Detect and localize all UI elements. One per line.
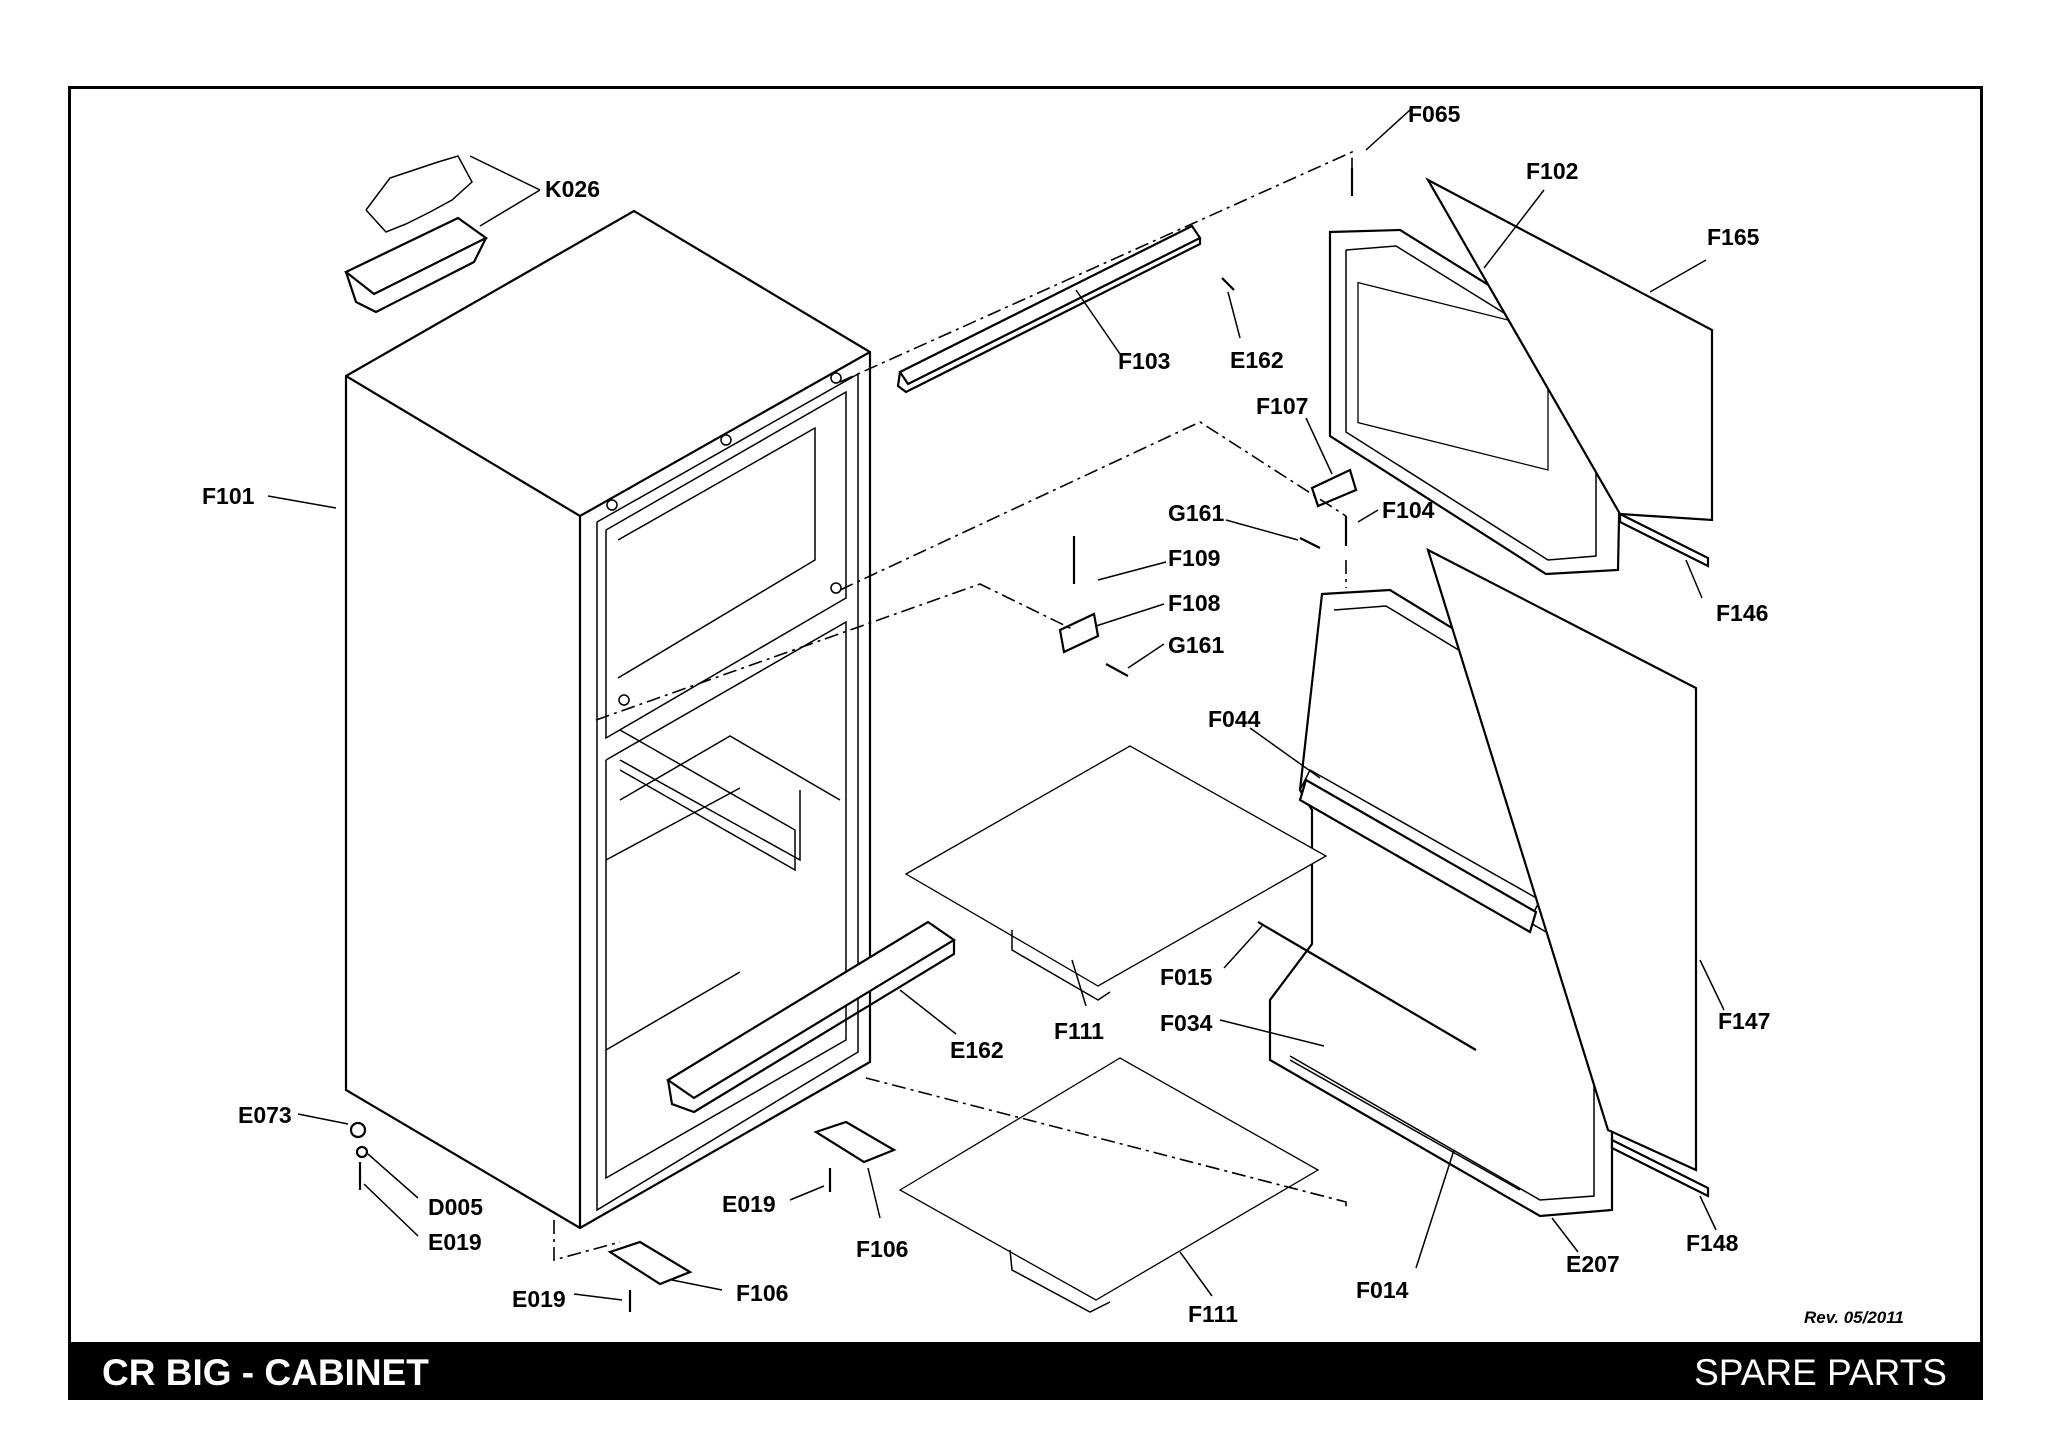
screw-E162-top xyxy=(1221,277,1235,291)
label-F109: F109 xyxy=(1168,545,1221,571)
main-door-rail xyxy=(1610,1138,1710,1198)
alignment-line xyxy=(595,583,1075,721)
label-F103: F103 xyxy=(1118,348,1171,374)
middle-hinge-bar xyxy=(665,920,957,1114)
label-G161-mid: G161 xyxy=(1168,632,1225,658)
freezer-door-panel xyxy=(1425,177,1714,522)
label-F146: F146 xyxy=(1716,600,1769,626)
label-F101: F101 xyxy=(202,483,255,509)
screw-G161-top xyxy=(1299,537,1321,549)
alignment-line xyxy=(553,1220,621,1262)
ice-tray xyxy=(343,155,489,314)
wire-shelf-upper xyxy=(904,745,1328,1001)
main-door-panel xyxy=(1426,547,1698,1172)
label-K026: K026 xyxy=(545,176,600,202)
revision-note: Rev. 05/2011 xyxy=(1804,1308,1904,1327)
screw-G161-mid xyxy=(1105,663,1129,677)
bottom-hinge-plate-bottom xyxy=(607,1240,693,1286)
label-D005: D005 xyxy=(428,1194,483,1220)
label-F102: F102 xyxy=(1526,158,1579,184)
label-F106-mid: F106 xyxy=(856,1236,909,1262)
label-F107: F107 xyxy=(1256,393,1309,419)
freezer-door xyxy=(1328,228,1624,576)
drawing-subtitle: SPARE PARTS xyxy=(1694,1352,1947,1393)
top-hinge-bar xyxy=(896,224,1202,394)
label-F147: F147 xyxy=(1718,1008,1771,1034)
label-F111-top: F111 xyxy=(1054,1018,1104,1044)
label-F165: F165 xyxy=(1707,224,1760,250)
label-G161-top: G161 xyxy=(1168,500,1225,526)
label-E019-left: E019 xyxy=(428,1229,482,1255)
label-F015: F015 xyxy=(1160,964,1213,990)
label-F104: F104 xyxy=(1382,497,1435,523)
leader-lines xyxy=(267,109,1725,1301)
drawing-title: CR BIG - CABINET xyxy=(102,1352,429,1393)
rod-F015 xyxy=(1257,921,1477,1051)
foot-E073 xyxy=(349,1121,367,1139)
washer-D005 xyxy=(355,1145,369,1159)
label-F148: F148 xyxy=(1686,1230,1739,1256)
bottom-hinge-plate-mid xyxy=(813,1120,897,1164)
label-E162-mid: E162 xyxy=(950,1037,1004,1063)
label-F044: F044 xyxy=(1208,706,1261,732)
label-E207: E207 xyxy=(1566,1251,1620,1277)
label-E073: E073 xyxy=(238,1102,292,1128)
label-F108: F108 xyxy=(1168,590,1221,616)
hinge-F107 xyxy=(1310,468,1358,508)
label-F111-bottom: F111 xyxy=(1188,1301,1238,1327)
title-bar: CR BIG - CABINET SPARE PARTS xyxy=(68,1342,1983,1400)
label-F065: F065 xyxy=(1408,101,1461,127)
label-E019-mid: E019 xyxy=(722,1191,776,1217)
label-F014: F014 xyxy=(1356,1277,1409,1303)
wire-shelf-lower xyxy=(898,1057,1320,1313)
alignment-line xyxy=(839,150,1353,383)
bracket-F108 xyxy=(1058,612,1100,654)
door-shelf-F044 xyxy=(1298,778,1538,934)
label-E019-bottom: E019 xyxy=(512,1286,566,1312)
cabinet-body xyxy=(344,209,872,1230)
label-F106-bottom: F106 xyxy=(736,1280,789,1306)
alignment-line xyxy=(865,1077,1347,1210)
alignment-line xyxy=(839,421,1347,591)
label-F034: F034 xyxy=(1160,1010,1213,1036)
label-E162-top: E162 xyxy=(1230,347,1284,373)
freezer-door-rail xyxy=(1618,512,1710,568)
